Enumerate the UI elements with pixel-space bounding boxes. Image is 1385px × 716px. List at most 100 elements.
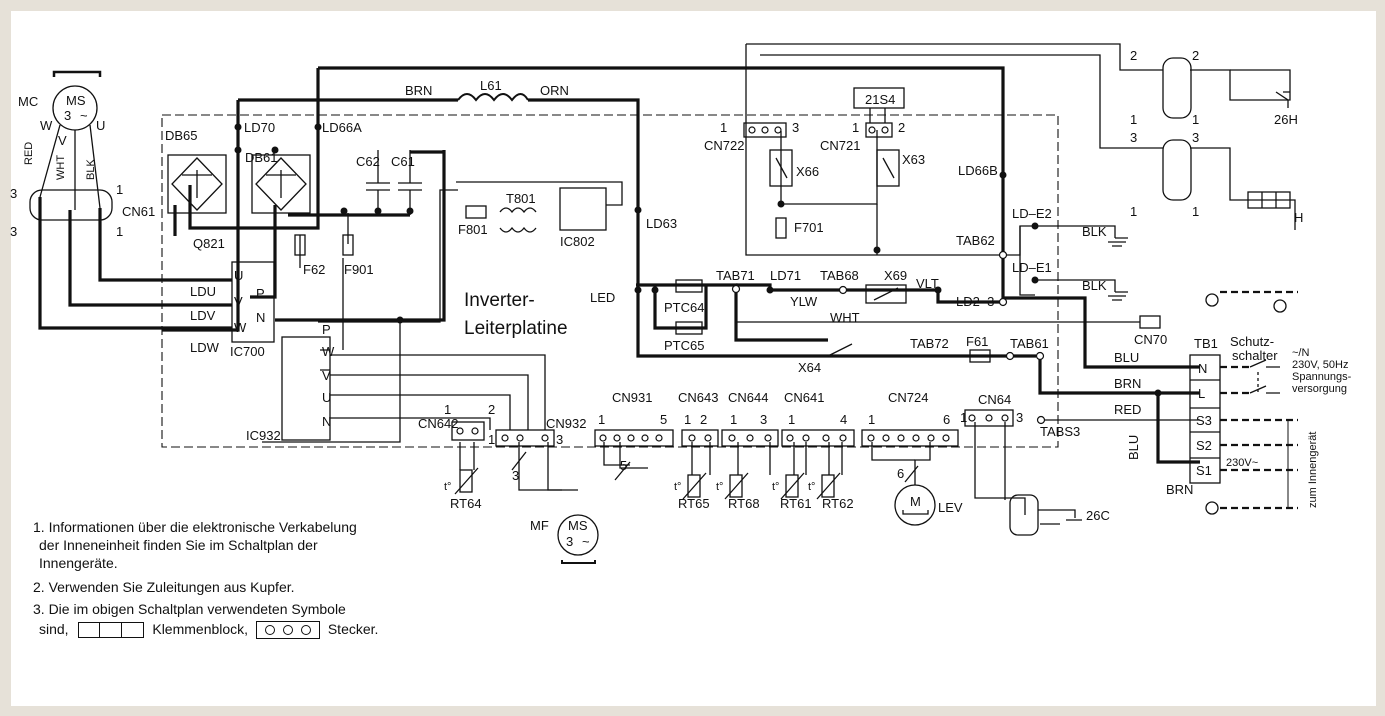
label-lde2: LD–E2 xyxy=(1012,206,1052,221)
label-supply2: 230V, 50Hz xyxy=(1292,359,1348,371)
note-3b-plug: Stecker. xyxy=(327,621,379,637)
label-schutz1: Schutz- xyxy=(1230,334,1274,349)
label-f901: F901 xyxy=(344,262,374,277)
label-tdeg-rt62: t° xyxy=(808,481,815,493)
label-cn931: CN931 xyxy=(612,390,652,405)
label-cn643-pin2: 2 xyxy=(700,412,707,427)
board-title-line1: Inverter- xyxy=(464,290,535,311)
label-mf-tilde: ~ xyxy=(582,534,590,549)
label-cn642: CN642 xyxy=(418,416,458,431)
label-led: LED xyxy=(590,290,615,305)
wire-blk: BLK xyxy=(85,159,97,180)
label-tdeg-rt64: t° xyxy=(444,481,451,493)
label-mf: MF xyxy=(530,518,549,533)
label-cn932: CN932 xyxy=(546,416,586,431)
label-c62: C62 xyxy=(356,154,380,169)
label-ms: MS xyxy=(66,93,86,108)
label-mf-ms: MS xyxy=(568,518,588,533)
label-v2: V xyxy=(322,368,331,383)
label-blu: BLU xyxy=(1114,350,1139,365)
label-cn642-pin1: 1 xyxy=(444,402,451,417)
label-n: N xyxy=(256,310,265,325)
label-rt68: RT68 xyxy=(728,496,760,511)
label-cn724-pin1: 1 xyxy=(868,412,875,427)
note-1b: der Inneneinheit finden Sie im Schaltpla… xyxy=(39,537,318,553)
board-title-line2: Leiterplatine xyxy=(464,318,568,339)
label-v-in: V xyxy=(234,294,243,309)
label-supply3: Spannungs- xyxy=(1292,371,1352,383)
label-tb-s2: S2 xyxy=(1196,438,1212,453)
label-cn641-pin4: 4 xyxy=(840,412,847,427)
label-ylw: YLW xyxy=(790,294,818,309)
label-ptc64: PTC64 xyxy=(664,300,704,315)
label-supply4: versorgung xyxy=(1292,383,1347,395)
note-3b: sind, Klemmenblock, Stecker. xyxy=(39,620,379,640)
label-mf-3: 3 xyxy=(512,468,519,483)
label-t801: T801 xyxy=(506,191,536,206)
label-cn641: CN641 xyxy=(784,390,824,405)
label-pin3-cn722: 3 xyxy=(792,120,799,135)
label-x63: X63 xyxy=(902,152,925,167)
label-ic700: IC700 xyxy=(230,344,265,359)
label-ld63: LD63 xyxy=(646,216,677,231)
label-x69: X69 xyxy=(884,268,907,283)
label-tilde: ~ xyxy=(80,108,88,123)
note-2: 2. Verwenden Sie Zuleitungen aus Kupfer. xyxy=(33,579,295,595)
label-ldv: LDV xyxy=(190,308,216,323)
label-t1a: 1 xyxy=(1130,112,1137,127)
label-tdeg-rt65: t° xyxy=(674,481,681,493)
label-blu-vert: BLU xyxy=(1126,435,1141,460)
label-f701: F701 xyxy=(794,220,824,235)
label-cn932-pin1: 1 xyxy=(488,432,495,447)
label-pin3b: 3 xyxy=(10,224,17,239)
note-3b-block: Klemmenblock, xyxy=(152,621,249,637)
label-21s4: 21S4 xyxy=(865,92,895,107)
label-cn931-pin5: 5 xyxy=(660,412,667,427)
label-n2: N xyxy=(322,414,331,429)
label-db61: DB61 xyxy=(245,150,278,165)
note-1c: Innengeräte. xyxy=(39,555,118,571)
label-ld70: LD70 xyxy=(244,120,275,135)
label-t1b: 1 xyxy=(1192,112,1199,127)
label-ld23: LD2–3 xyxy=(956,294,994,309)
label-v: V xyxy=(58,133,67,148)
label-3: 3 xyxy=(64,108,71,123)
label-ld71: LD71 xyxy=(770,268,801,283)
label-blk-e2: BLK xyxy=(1082,224,1107,239)
plug-symbol xyxy=(255,621,320,640)
label-x64: X64 xyxy=(798,360,821,375)
label-lev-m: M xyxy=(910,494,921,509)
label-p: P xyxy=(256,286,265,301)
label-db65: DB65 xyxy=(165,128,198,143)
label-tb-n: N xyxy=(1198,361,1207,376)
label-26c: 26C xyxy=(1086,508,1110,523)
label-u: U xyxy=(96,118,105,133)
label-orn: ORN xyxy=(540,83,569,98)
label-red-right: RED xyxy=(1114,402,1141,417)
label-pin1a: 1 xyxy=(116,182,123,197)
label-pin1-cn721: 1 xyxy=(852,120,859,135)
label-lev: LEV xyxy=(938,500,963,515)
label-mc: MC xyxy=(18,94,38,109)
label-zum-innengeraet: zum Innengerät xyxy=(1307,432,1319,508)
label-tb1: TB1 xyxy=(1194,336,1218,351)
wire-wht: WHT xyxy=(55,155,67,180)
label-f62: F62 xyxy=(303,262,325,277)
label-cn931-pin1: 1 xyxy=(598,412,605,427)
label-ld66a: LD66A xyxy=(322,120,362,135)
note-3b-prefix: sind, xyxy=(39,621,69,637)
label-u-in: U xyxy=(234,268,243,283)
label-supply1: ~/N xyxy=(1292,347,1309,359)
label-schutz2: schalter xyxy=(1232,348,1278,363)
label-wht-mid: WHT xyxy=(830,310,860,325)
label-cn643: CN643 xyxy=(678,390,718,405)
label-tab68: TAB68 xyxy=(820,268,859,283)
label-blk-e1: BLK xyxy=(1082,278,1107,293)
label-mf-3b: 3 xyxy=(566,534,573,549)
label-pin1-cn722: 1 xyxy=(720,120,727,135)
label-t2a: 2 xyxy=(1130,48,1137,63)
label-t1d: 1 xyxy=(1192,204,1199,219)
label-q821: Q821 xyxy=(193,236,225,251)
